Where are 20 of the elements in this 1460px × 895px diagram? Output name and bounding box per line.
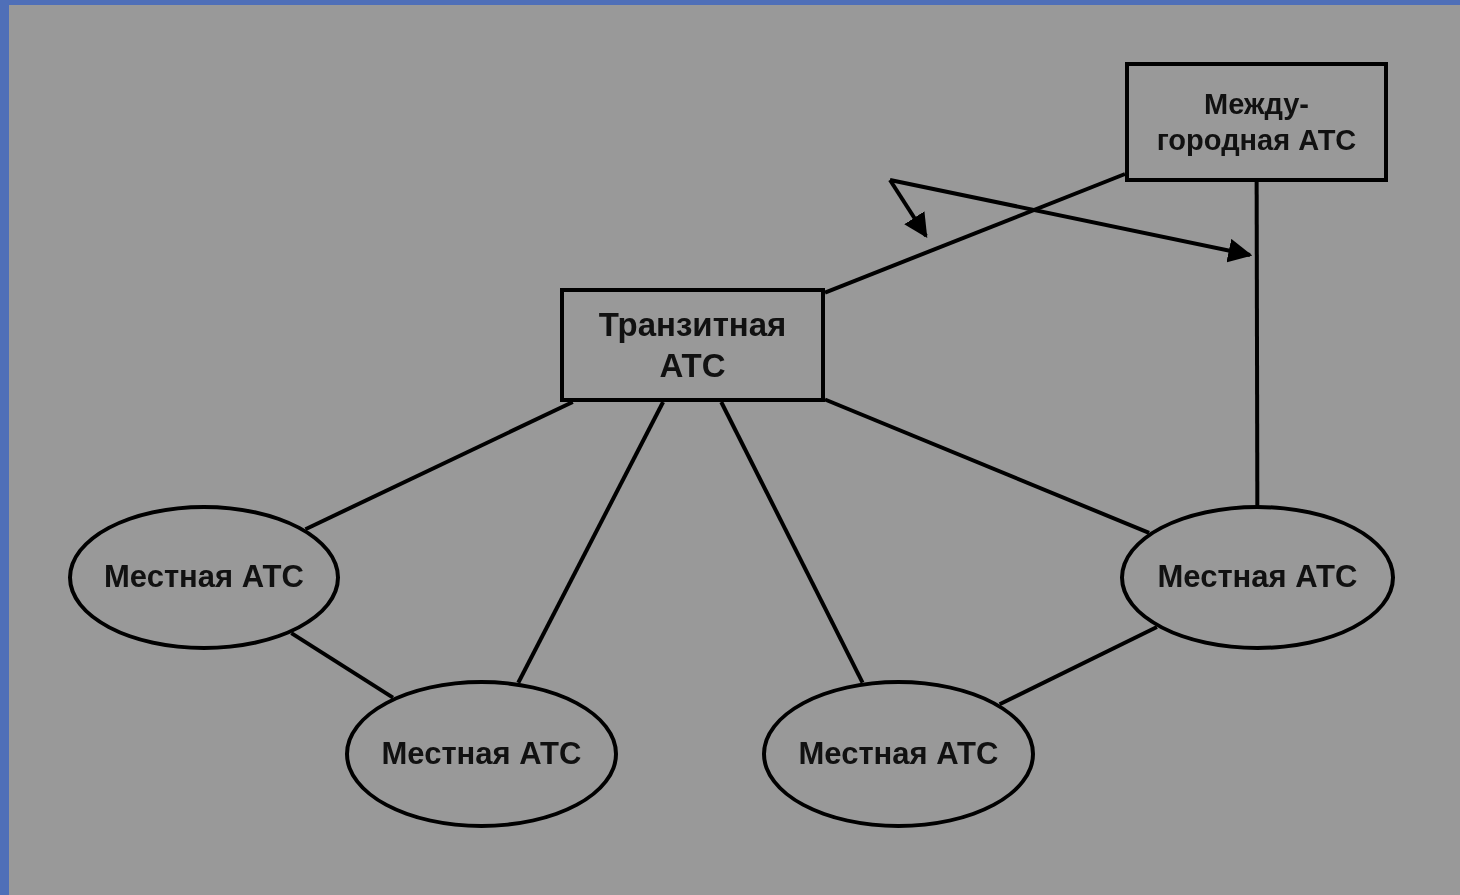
local-exchange-ellipse xyxy=(1120,505,1395,650)
node-label: Между- городная АТС xyxy=(1156,86,1357,158)
exchange-box xyxy=(560,288,825,402)
node-label: Местная АТС xyxy=(381,734,582,773)
node-label: Транзитная АТС xyxy=(597,304,788,386)
local-exchange-ellipse xyxy=(68,505,340,650)
local-exchange-ellipse xyxy=(762,680,1035,828)
connector-line xyxy=(719,401,865,684)
connector-line xyxy=(290,631,395,700)
connector-line xyxy=(824,172,1126,295)
node-label: Местная АТС xyxy=(1157,558,1358,597)
exchange-box xyxy=(1125,62,1388,182)
connector-line xyxy=(998,625,1158,707)
connector-line xyxy=(304,400,574,531)
node-label: Местная АТС xyxy=(104,558,304,597)
connector-line xyxy=(1254,182,1260,505)
node-label: Местная АТС xyxy=(798,734,999,773)
connector-line xyxy=(516,401,665,684)
local-exchange-ellipse xyxy=(345,680,618,828)
connector-line xyxy=(824,397,1150,535)
